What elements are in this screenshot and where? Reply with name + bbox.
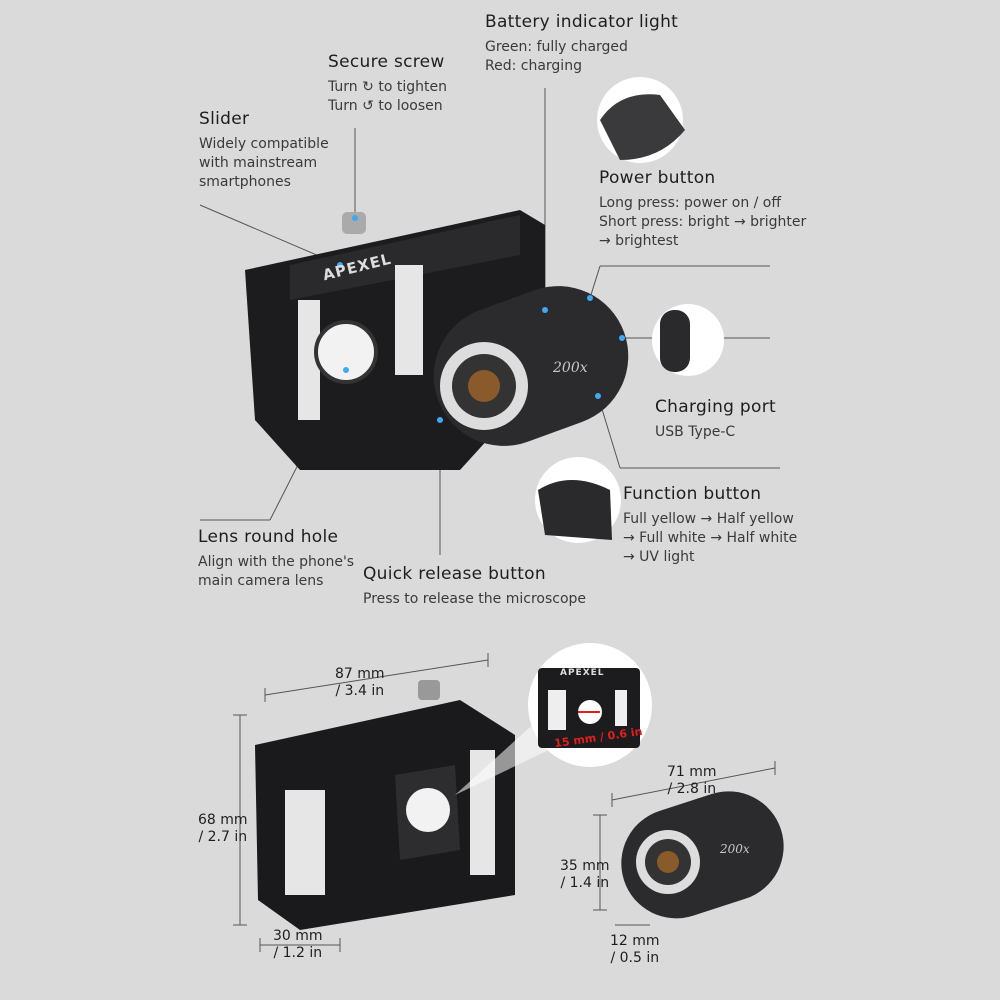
callout-desc: Align with the phone's main camera lens <box>198 554 355 589</box>
callout-title: Secure screw <box>328 52 445 72</box>
lens-hole-callout: Lens round hole Align with the phone's m… <box>198 527 354 591</box>
scope-width-dimension: 71 mm / 2.8 in <box>667 764 717 797</box>
callout-title: Lens round hole <box>198 527 339 547</box>
callout-desc: Press to release the microscope <box>363 591 587 607</box>
callout-title: Power button <box>599 168 716 188</box>
microscope-dimension-illustration <box>621 791 784 919</box>
scope-depth-dimension: 12 mm / 0.5 in <box>610 933 660 966</box>
power-callout: Power button Long press: power on / off … <box>599 168 806 251</box>
callout-title: Slider <box>199 109 250 129</box>
callout-desc: Turn ↻ to tighten Turn ↺ to loosen <box>328 78 447 116</box>
battery-callout: Battery indicator light Green: fully cha… <box>485 12 678 76</box>
clip-height-dimension: 68 mm / 2.7 in <box>198 812 248 845</box>
text: to tighten <box>378 79 447 95</box>
model-label: 200x <box>553 360 588 376</box>
brand-logo-closeup: APEXEL <box>560 668 605 678</box>
callout-desc: Long press: power on / off Short press: … <box>599 195 807 249</box>
phone-clip-dimension-illustration <box>255 680 515 930</box>
function-callout: Function button Full yellow → Half yello… <box>623 484 797 567</box>
quick-release-callout: Quick release button Press to release th… <box>363 564 586 609</box>
callout-title: Battery indicator light <box>485 12 679 32</box>
microscope-illustration <box>433 286 629 446</box>
screw-callout: Secure screw Turn ↻ to tighten Turn ↺ to… <box>328 52 447 116</box>
clockwise-arrow-icon: ↻ <box>362 79 374 95</box>
clip-width-dimension: 87 mm / 3.4 in <box>335 666 385 699</box>
callout-desc: Full yellow → Half yellow → Full white →… <box>623 511 798 565</box>
text: to loosen <box>378 98 443 114</box>
callout-title: Charging port <box>655 397 776 417</box>
charging-callout: Charging port USB Type-C <box>655 397 776 442</box>
callout-desc: Widely compatible with mainstream smartp… <box>199 136 329 190</box>
clip-depth-dimension: 30 mm / 1.2 in <box>273 928 323 961</box>
scope-height-dimension: 35 mm / 1.4 in <box>560 858 610 891</box>
counterclockwise-arrow-icon: ↺ <box>362 98 374 114</box>
model-label-bottom: 200x <box>720 842 750 856</box>
callout-desc: Green: fully charged Red: charging <box>485 39 628 74</box>
callout-desc: USB Type-C <box>655 424 736 440</box>
text: Turn <box>328 79 358 95</box>
callout-title: Function button <box>623 484 762 504</box>
text: Turn <box>328 98 358 114</box>
slider-callout: Slider Widely compatible with mainstream… <box>199 109 329 192</box>
callout-title: Quick release button <box>363 564 546 584</box>
